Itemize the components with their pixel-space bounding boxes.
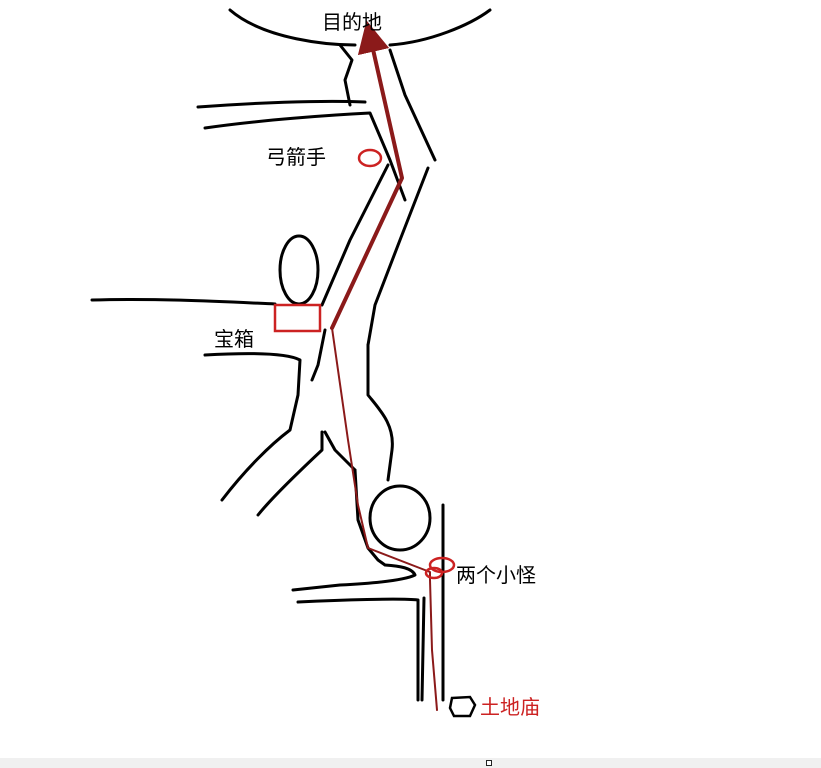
archer-ledge bbox=[203, 111, 407, 202]
upper-left-ledge bbox=[196, 99, 367, 109]
route bbox=[330, 20, 438, 711]
destination-label: 目的地 bbox=[322, 10, 382, 34]
two-monsters-label: 两个小怪 bbox=[456, 563, 536, 587]
treasure-chest-label: 宝箱 bbox=[214, 327, 254, 351]
monster-marker-icon-b bbox=[424, 566, 444, 580]
chest-lower-wall bbox=[310, 328, 327, 382]
lower-left-wall bbox=[291, 468, 417, 592]
left-corridor-notch bbox=[338, 43, 354, 107]
bottom-square-icon bbox=[486, 760, 492, 766]
temple-blob-icon bbox=[448, 695, 477, 718]
temple-left-wall bbox=[420, 596, 426, 702]
left-branch-upper bbox=[90, 297, 277, 306]
winding-right-wall bbox=[366, 343, 394, 482]
land-temple-label: 土地庙 bbox=[480, 695, 540, 719]
archer-label: 弓箭手 bbox=[266, 145, 326, 169]
route-lower-thin bbox=[331, 327, 438, 711]
corridor-left-wall bbox=[320, 163, 390, 307]
left-branch-lower bbox=[203, 352, 302, 502]
middle-fork-right bbox=[323, 430, 357, 472]
boulder-ellipse bbox=[278, 234, 320, 306]
archer-marker-icon bbox=[357, 148, 383, 168]
destination-arc-right bbox=[388, 8, 492, 47]
terrain-outlines bbox=[90, 8, 492, 702]
right-upper-wall bbox=[388, 48, 437, 162]
route-upper-thick bbox=[330, 20, 404, 330]
round-rock bbox=[368, 484, 432, 552]
corridor-right-wall bbox=[366, 166, 430, 347]
treasure-chest-marker-icon bbox=[273, 303, 322, 333]
middle-fork-left bbox=[256, 430, 324, 517]
lower-ledge bbox=[296, 597, 420, 702]
destination-arc bbox=[228, 8, 357, 47]
bottom-bar bbox=[0, 758, 821, 768]
